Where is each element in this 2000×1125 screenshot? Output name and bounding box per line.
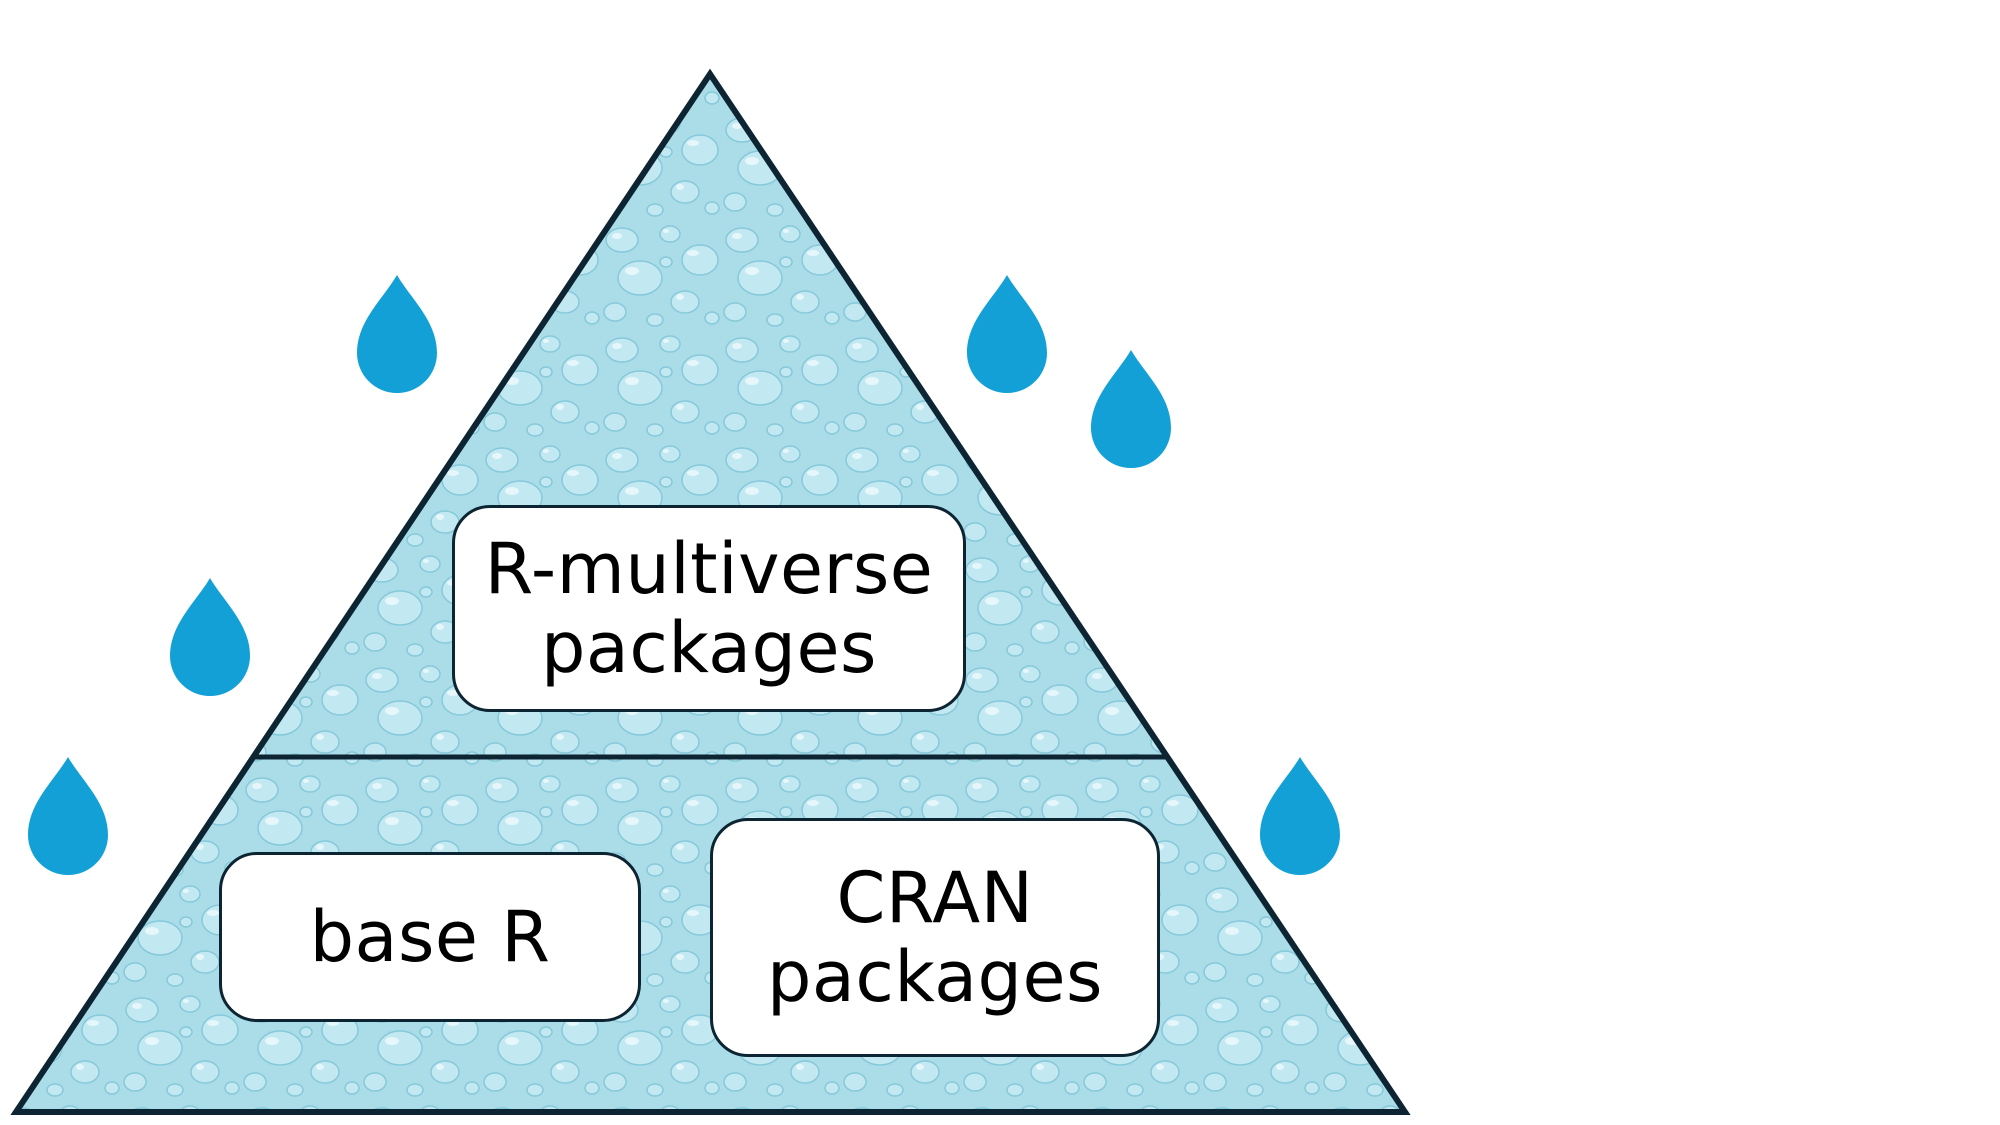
water-drops bbox=[28, 275, 1340, 875]
water-drop-icon bbox=[28, 757, 108, 875]
cran-label-line-1: CRAN bbox=[836, 857, 1034, 940]
water-drop-icon bbox=[1091, 350, 1171, 468]
base-r-label: base R bbox=[309, 895, 551, 978]
base-r-box: base R bbox=[219, 852, 641, 1022]
water-drop-icon bbox=[357, 275, 437, 393]
water-drop-icon bbox=[170, 578, 250, 696]
r-multiverse-label-line-1: R-multiverse bbox=[484, 528, 934, 611]
water-drop-icon bbox=[967, 275, 1047, 393]
r-multiverse-packages-box: R-multiverse packages bbox=[452, 505, 966, 712]
r-multiverse-label-line-2: packages bbox=[541, 606, 877, 689]
pyramid-outline bbox=[10, 68, 1411, 1115]
cran-packages-box: CRAN packages bbox=[710, 818, 1160, 1057]
water-drop-icon bbox=[1260, 757, 1340, 875]
cran-label-line-2: packages bbox=[767, 935, 1103, 1018]
